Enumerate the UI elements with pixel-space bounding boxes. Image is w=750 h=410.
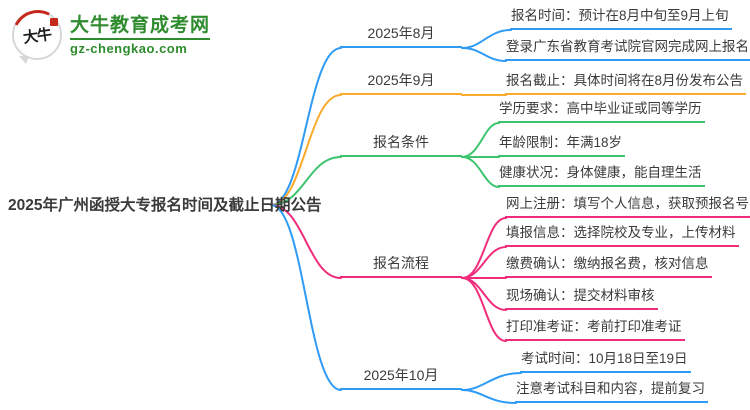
branch-connector-2025-08 [270, 29, 512, 206]
leaf-registration-time: 报名时间：预计在8月中旬至9月上旬 [510, 6, 732, 30]
leaf-fill-info-step: 填报信息：选择院校及专业，上传材料 [505, 223, 739, 247]
logo-bubble-tail [19, 56, 29, 64]
leaf-education-requirement: 学历要求：高中毕业证或同等学历 [498, 99, 705, 123]
leaf-payment-step: 缴费确认：缴纳报名费，核对信息 [505, 254, 712, 278]
branch-label-2025-10: 2025年10月 [340, 366, 462, 390]
branch-label-process: 报名流程 [340, 254, 462, 278]
leaf-health-condition: 健康状况：身体健康，能自理生活 [498, 163, 705, 187]
leaf-registration-deadline: 报名截止：具体时间将在8月份发布公告 [505, 71, 747, 95]
branch-connector-2025-09 [270, 94, 507, 206]
branch-label-2025-09: 2025年9月 [340, 71, 462, 95]
site-name: 大牛教育成考网 [70, 14, 211, 36]
site-logo[interactable]: 大牛 大牛教育成考网 gz-chengkao.com [5, 3, 211, 69]
logo-text-block: 大牛教育成考网 gz-chengkao.com [70, 14, 211, 56]
leaf-onsite-confirm-step: 现场确认：提交材料审核 [505, 286, 658, 310]
leaf-online-register-step: 网上注册：填写个人信息，获取预报名号 [505, 194, 750, 218]
branch-connector-conditions [270, 122, 500, 206]
branch-label-2025-08: 2025年8月 [340, 24, 462, 48]
leaf-exam-time: 考试时间：10月18日至19日 [520, 349, 691, 373]
branch-connector-2025-10 [270, 204, 522, 404]
leaf-print-ticket-step: 打印准考证：考前打印准考证 [505, 317, 685, 341]
leaf-exam-review-tip: 注意考试科目和内容，提前复习 [515, 379, 708, 403]
logo-red-seal [50, 18, 58, 26]
site-domain: gz-chengkao.com [70, 40, 188, 56]
logo-badge-text: 大牛 [22, 25, 53, 47]
central-topic: 2025年广州函授大专报名时间及截止日期公告 [8, 197, 322, 214]
dainiu-logo-icon: 大牛 [5, 3, 71, 69]
branch-connector-process [270, 204, 507, 342]
leaf-age-limit: 年龄限制：年满18岁 [498, 133, 626, 157]
logo-divider [70, 37, 211, 40]
branch-label-conditions: 报名条件 [340, 133, 462, 157]
leaf-online-registration: 登录广东省教育考试院官网完成网上报名 [505, 37, 750, 61]
